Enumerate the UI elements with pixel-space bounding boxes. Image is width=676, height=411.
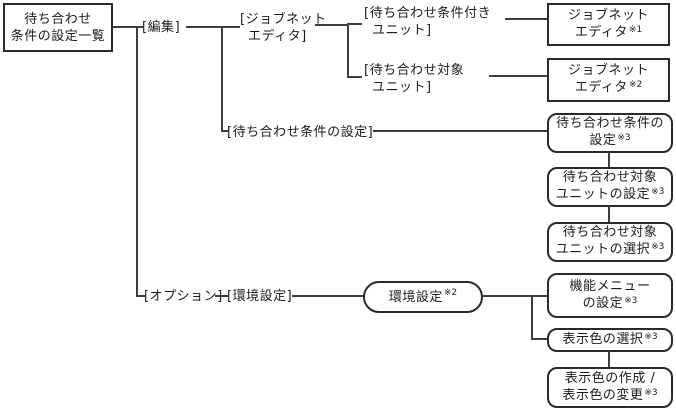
menu-option-label: [オプション] [144, 289, 223, 304]
note-ref: ※2 [443, 287, 458, 298]
func-menu-setting-line2: の設定※3 [582, 295, 638, 311]
color-create-change-box: 表示色の作成 / 表示色の変更※3 [547, 367, 673, 408]
connector-line [136, 295, 145, 297]
connector-line [347, 23, 362, 25]
note-ref: ※3 [644, 387, 658, 398]
wait-target-setting-line2: ユニットの設定※3 [555, 187, 665, 202]
connector-line [608, 206, 610, 223]
connector-line [608, 351, 610, 368]
menu-env-setting-label: [環境設定] [227, 289, 293, 304]
connector-line [531, 338, 548, 340]
menu-wait-cond-unit-line1: [待ち合わせ条件付き [364, 6, 492, 21]
menu-jobnet-editor-line2: エディタ] [248, 29, 307, 44]
connector-line [221, 130, 228, 132]
connector-line [221, 26, 240, 28]
menu-wait-cond-unit-line2: ユニット] [372, 23, 432, 38]
connector-line [347, 24, 349, 78]
menu-wait-target-unit-line1: [待ち合わせ対象 [364, 63, 465, 78]
menu-jobnet-editor-line1: [ジョブネット [240, 12, 327, 27]
connector-line [292, 295, 365, 297]
connector-line [221, 26, 223, 132]
note-ref: ※3 [644, 331, 658, 342]
jobnet-editor2-line1: ジョブネット [567, 63, 649, 78]
note-ref: ※3 [651, 242, 665, 252]
func-menu-setting-line1: 機能メニュー [569, 278, 651, 294]
menu-wait-cond-unit-label: [待ち合わせ条件付き ユニット] [364, 5, 491, 39]
wait-target-select-line1: 待ち合わせ対象 [562, 225, 658, 240]
menu-wait-target-unit-label: [待ち合わせ対象 ユニット] [364, 62, 464, 96]
color-select-box: 表示色の選択※3 [547, 328, 673, 352]
wait-target-setting-line1: 待ち合わせ対象 [562, 170, 658, 185]
wait-cond-setting-line1: 待ち合わせ条件の [555, 116, 664, 131]
connector-line [373, 130, 549, 132]
connector-line [215, 295, 228, 297]
note-ref: ※3 [651, 187, 665, 197]
connector-line [489, 75, 549, 77]
menu-wait-target-unit-line2: ユニット] [372, 80, 432, 95]
jobnet-editor1-box: ジョブネット エディタ※1 [547, 3, 670, 46]
connector-line [315, 24, 349, 26]
func-menu-setting-box: 機能メニュー の設定※3 [547, 273, 673, 318]
jobnet-editor2-line2: エディタ※2 [574, 80, 643, 95]
root-box-wait-condition-list: 待ち合わせ 条件の設定一覧 [3, 3, 113, 52]
connector-line [347, 76, 362, 78]
wait-target-select-line2: ユニットの選択※3 [555, 242, 665, 257]
menu-jobnet-editor-label: [ジョブネット エディタ] [240, 11, 327, 45]
wait-target-setting-box: 待ち合わせ対象 ユニットの設定※3 [547, 167, 673, 207]
color-select-text: 表示色の選択※3 [562, 331, 658, 347]
jobnet-editor1-line1: ジョブネット [567, 7, 649, 23]
color-create-line1: 表示色の作成 / [564, 370, 656, 386]
connector-line [608, 152, 610, 168]
menu-edit-label: [編集] [142, 20, 181, 35]
jobnet-editor1-line2: エディタ※1 [574, 24, 643, 40]
note-ref: ※2 [628, 80, 643, 90]
root-box-line1: 待ち合わせ [24, 11, 92, 27]
connector-line [186, 26, 223, 28]
jobnet-editor2-box: ジョブネット エディタ※2 [547, 58, 670, 102]
wait-target-select-box: 待ち合わせ対象 ユニットの選択※3 [547, 222, 673, 262]
connector-line [136, 26, 138, 297]
connector-line [481, 295, 549, 297]
connector-line [531, 295, 533, 340]
note-ref: ※3 [624, 295, 638, 306]
wait-cond-setting-line2: 設定※3 [589, 133, 631, 148]
root-box-line2: 条件の設定一覧 [10, 28, 106, 44]
note-ref: ※1 [628, 24, 643, 35]
env-setting-text: 環境設定 [388, 289, 443, 305]
connector-line [505, 18, 549, 20]
note-ref: ※3 [617, 133, 631, 143]
connector-line [113, 26, 143, 28]
color-create-line2: 表示色の変更※3 [562, 387, 658, 403]
menu-wait-cond-setting-label: [待ち合わせ条件の設定] [227, 125, 374, 140]
env-setting-ellipse: 環境設定※2 [363, 281, 483, 313]
wait-cond-setting-box: 待ち合わせ条件の 設定※3 [547, 113, 673, 153]
